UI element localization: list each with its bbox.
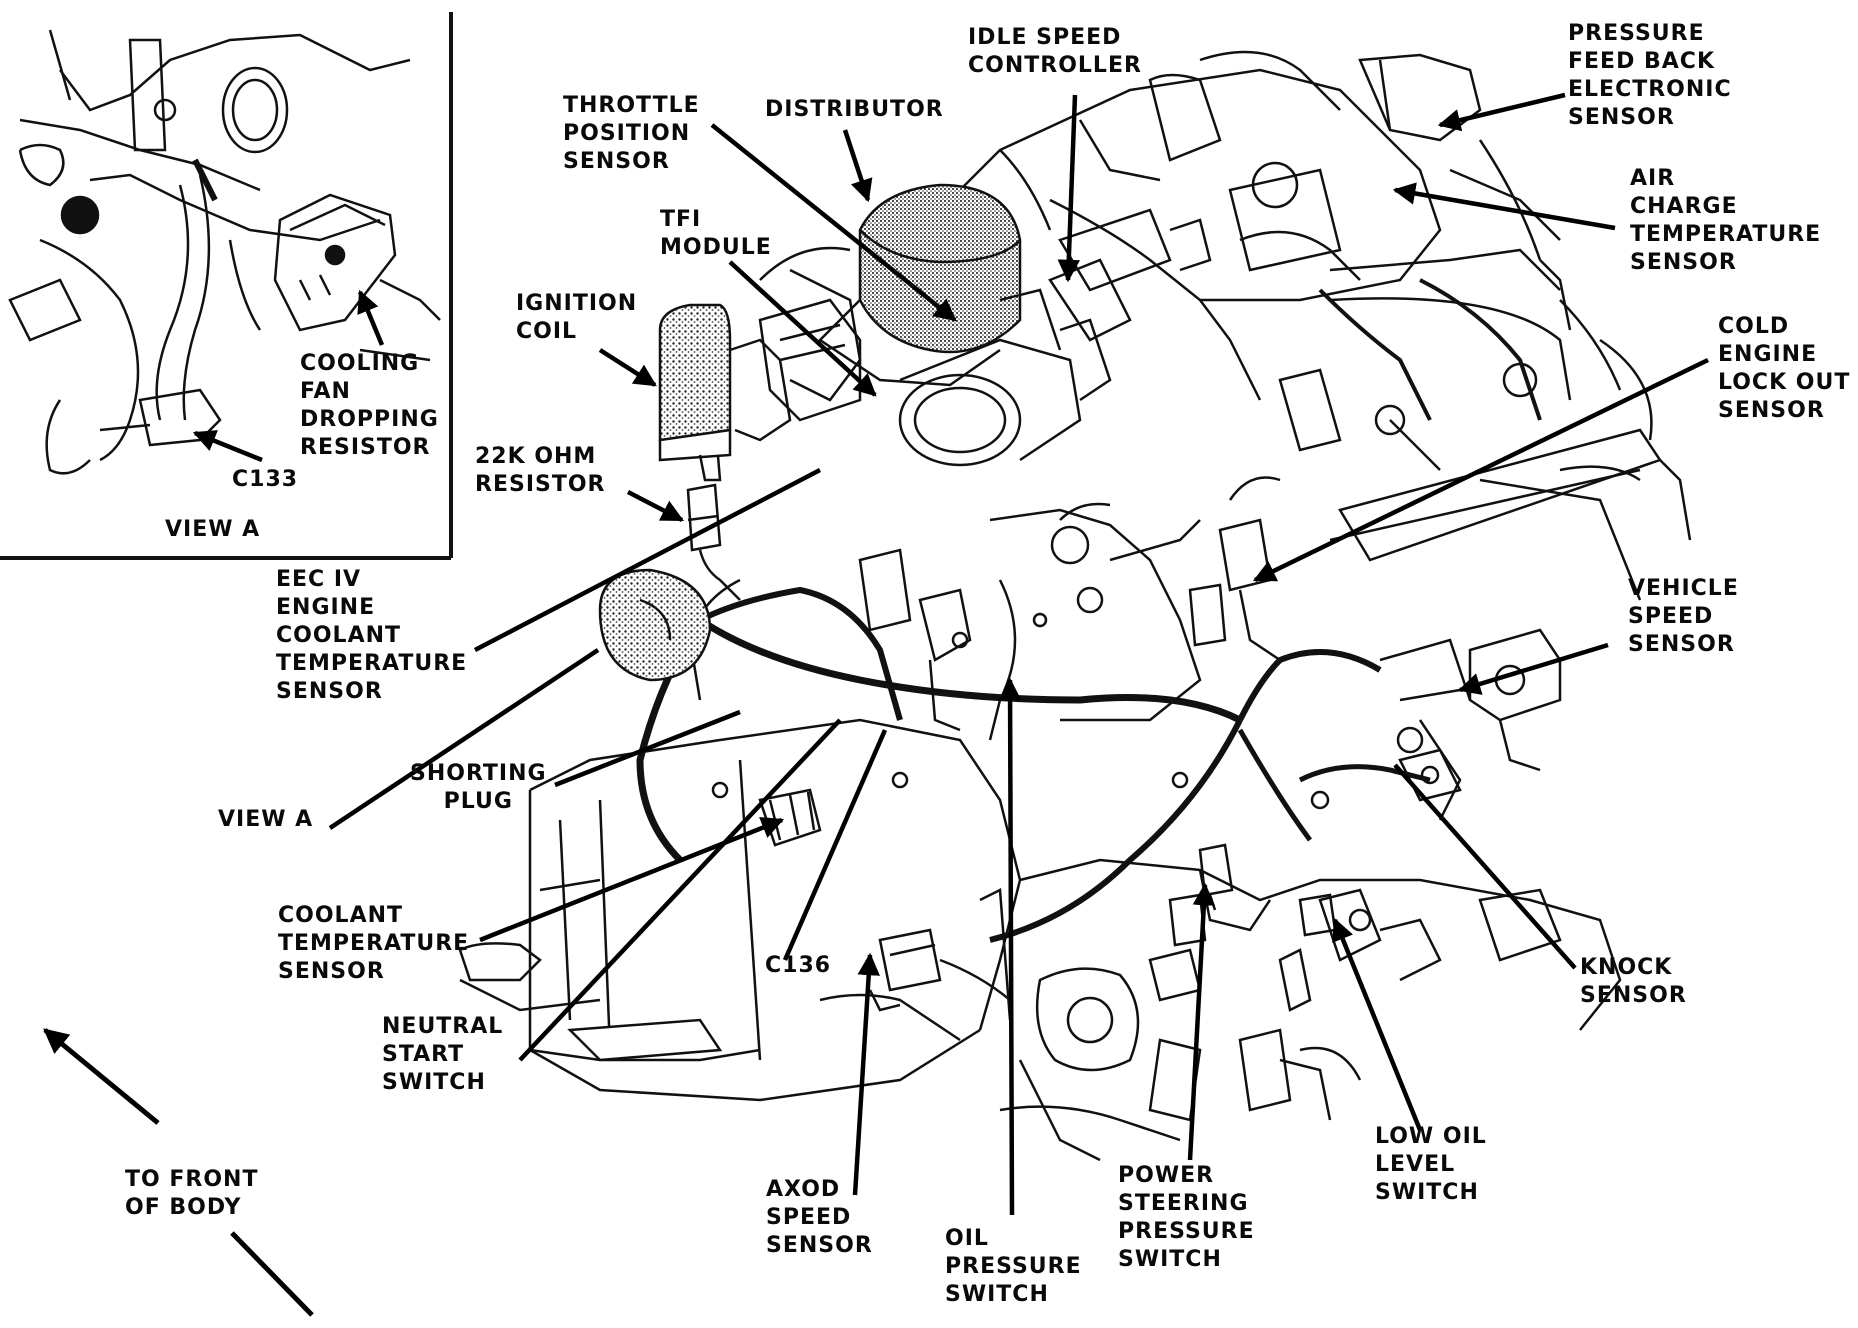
label-c133: C133 [232,467,299,492]
label-knock-sensor: KNOCK SENSOR [1580,955,1687,1008]
leader-ignition-coil [598,348,657,387]
label-view-a: VIEW A [218,807,314,832]
label-throttle-position-sensor: THROTTLE POSITION SENSOR [563,93,700,174]
engine-body [458,50,1692,1162]
leader-distributor [842,129,873,203]
leader-cooling-fan-resistor [357,289,385,346]
label-cooling-fan-resistor: COOLING FAN DROPPING RESISTOR [300,351,439,460]
leader-lines [43,92,1709,1317]
label-coolant-temp-sensor: COOLANT TEMPERATURE SENSOR [278,903,470,984]
leader-throttle-position-sensor [710,123,957,322]
arrow-front-upper [43,1028,160,1125]
label-22k-resistor: 22K OHM RESISTOR [475,444,606,497]
leader-idle-speed-controller [1057,94,1081,283]
label-c136: C136 [765,953,832,978]
label-low-oil-switch: LOW OIL LEVEL SWITCH [1375,1124,1487,1205]
leader-tfi-module [728,260,877,397]
label-to-front-of-body: TO FRONT OF BODY [125,1167,259,1220]
label-distributor: DISTRIBUTOR [765,97,944,122]
label-vehicle-speed-sensor: VEHICLE SPEED SENSOR [1628,576,1739,657]
label-oil-pressure-switch: OIL PRESSURE SWITCH [945,1226,1082,1307]
label-air-charge-temp-sensor: AIR CHARGE TEMPERATURE SENSOR [1630,166,1822,275]
leader-neutral-start-switch [518,718,842,1062]
label-inset-view-a: VIEW A [165,517,261,542]
leader-oil-pressure-switch [998,677,1022,1216]
leader-low-oil-switch [1332,917,1423,1131]
leader-coolant-temp-sensor [479,817,785,943]
label-neutral-start-switch: NEUTRAL START SWITCH [382,1014,504,1095]
arrow-front-lower [230,1231,314,1317]
leader-knock-sensor [1393,763,1577,970]
label-cold-engine-lockout: COLD ENGINE LOCK OUT SENSOR [1718,314,1851,423]
leader-cold-engine-lockout [1252,357,1709,583]
view-a-inset [0,12,453,560]
leader-c136 [782,729,888,961]
leader-22k-resistor [626,490,684,522]
leader-air-charge-temp-sensor [1392,182,1616,231]
leader-axod-speed-sensor [852,952,880,1196]
label-ignition-coil: IGNITION COIL [516,291,638,344]
label-eec-coolant-sensor: EEC IV ENGINE COOLANT TEMPERATURE SENSOR [276,567,468,704]
leader-eec-coolant-sensor [473,468,822,652]
label-axod-speed-sensor: AXOD SPEED SENSOR [766,1177,873,1258]
leader-c133 [192,430,263,463]
leader-shorting-plug [554,709,741,788]
label-tfi-module: TFI MODULE [660,207,772,260]
label-shorting-plug: SHORTING PLUG [410,761,547,814]
label-idle-speed-controller: IDLE SPEED CONTROLLER [968,25,1142,78]
leader-pressure-feedback-sensor [1437,92,1566,132]
leader-view-a [328,648,600,830]
leader-power-steering-switch [1187,882,1216,1161]
label-pressure-feedback-sensor: PRESSURE FEED BACK ELECTRONIC SENSOR [1568,21,1732,130]
leader-vehicle-speed-sensor [1457,642,1609,695]
label-power-steering-switch: POWER STEERING PRESSURE SWITCH [1118,1163,1255,1272]
